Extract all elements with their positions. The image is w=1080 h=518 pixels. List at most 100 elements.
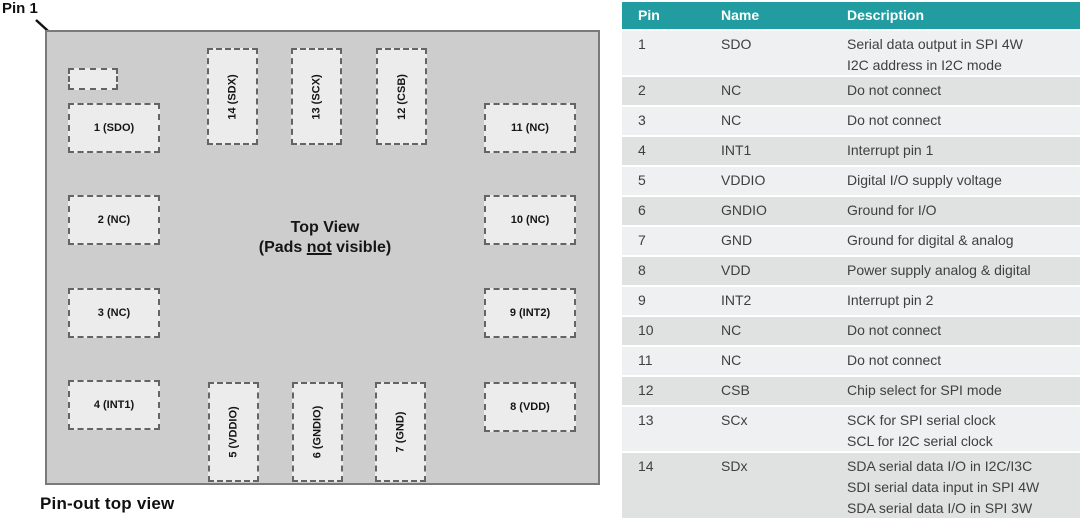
pin-number: 3 bbox=[638, 112, 646, 128]
pad-label: 14 (SDX) bbox=[226, 73, 239, 120]
pin-description: Ground for I/O bbox=[847, 197, 1080, 221]
table-row: 9 INT2 Interrupt pin 2 bbox=[622, 287, 1080, 315]
pad-13-scx: 13 (SCX) bbox=[291, 48, 342, 145]
pad-label: 2 (NC) bbox=[97, 214, 131, 226]
pin-name: NC bbox=[721, 82, 742, 98]
header-pin: Pin bbox=[638, 7, 660, 23]
pin-name: SCx bbox=[721, 412, 748, 428]
pad-7-gnd: 7 (GND) bbox=[375, 382, 426, 482]
pin1-indicator-pad bbox=[68, 68, 118, 90]
pin-number: 1 bbox=[638, 36, 646, 52]
pin-name: SDx bbox=[721, 458, 748, 474]
table-row: 10 NC Do not connect bbox=[622, 317, 1080, 345]
pin-number: 8 bbox=[638, 262, 646, 278]
pin-name: VDD bbox=[721, 262, 751, 278]
pin-description: Do not connect bbox=[847, 107, 1080, 131]
table-row: 13 SCx SCK for SPI serial clock SCL for … bbox=[622, 407, 1080, 451]
pin-number: 9 bbox=[638, 292, 646, 308]
pin-name: NC bbox=[721, 352, 742, 368]
table-row: 7 GND Ground for digital & analog bbox=[622, 227, 1080, 255]
top-view-title: Top View bbox=[290, 219, 360, 236]
pin-description: Chip select for SPI mode bbox=[847, 377, 1080, 401]
table-row: 6 GNDIO Ground for I/O bbox=[622, 197, 1080, 225]
header-name: Name bbox=[721, 7, 760, 23]
table-row: 4 INT1 Interrupt pin 1 bbox=[622, 137, 1080, 165]
pin-number: 7 bbox=[638, 232, 646, 248]
pin-name: NC bbox=[721, 322, 742, 338]
pad-6-gndio: 6 (GNDIO) bbox=[292, 382, 343, 482]
pin-name: INT1 bbox=[721, 142, 752, 158]
description-line: Chip select for SPI mode bbox=[847, 382, 1002, 398]
pin-description-table: Pin Name Description 1 SDO Serial data o… bbox=[622, 2, 1080, 518]
pin-name: GND bbox=[721, 232, 753, 248]
chip-body: 1 (SDO) 2 (NC) 3 (NC) 4 (INT1) 14 (SDX) … bbox=[45, 30, 600, 485]
pin-description: SCK for SPI serial clock SCL for I2C ser… bbox=[847, 407, 1080, 452]
pin-number: 5 bbox=[638, 172, 646, 188]
description-line: Interrupt pin 1 bbox=[847, 142, 934, 158]
pin-number: 11 bbox=[638, 352, 653, 368]
pin-number: 10 bbox=[638, 322, 654, 338]
pin-name: VDDIO bbox=[721, 172, 766, 188]
description-line: Do not connect bbox=[847, 352, 942, 368]
description-line: SCL for I2C serial clock bbox=[847, 433, 993, 449]
table-row: 8 VDD Power supply analog & digital bbox=[622, 257, 1080, 285]
pad-8-vdd: 8 (VDD) bbox=[484, 382, 576, 432]
pad-4-int1: 4 (INT1) bbox=[68, 380, 160, 430]
pad-2-nc: 2 (NC) bbox=[68, 195, 160, 245]
description-line: SCK for SPI serial clock bbox=[847, 412, 996, 428]
pin-number: 12 bbox=[638, 382, 654, 398]
table-row: 14 SDx SDA serial data I/O in I2C/I3C SD… bbox=[622, 453, 1080, 518]
pin-description: Do not connect bbox=[847, 317, 1080, 341]
pad-14-sdx: 14 (SDX) bbox=[207, 48, 258, 145]
pin-description: Serial data output in SPI 4W I2C address… bbox=[847, 31, 1080, 76]
description-line: SDI serial data input in SPI 4W bbox=[847, 479, 1040, 495]
description-line: Digital I/O supply voltage bbox=[847, 172, 1002, 188]
pad-label: 7 (GND) bbox=[394, 411, 407, 453]
pad-1-sdo: 1 (SDO) bbox=[68, 103, 160, 153]
table-row: 11 NC Do not connect bbox=[622, 347, 1080, 375]
pin-number: 13 bbox=[638, 412, 654, 428]
table-row: 12 CSB Chip select for SPI mode bbox=[622, 377, 1080, 405]
pin-description: Power supply analog & digital bbox=[847, 257, 1080, 281]
pad-3-nc: 3 (NC) bbox=[68, 288, 160, 338]
pin-description: Interrupt pin 2 bbox=[847, 287, 1080, 311]
pad-label: 12 (CSB) bbox=[395, 73, 408, 120]
description-line: Interrupt pin 2 bbox=[847, 292, 934, 308]
pad-5-vddio: 5 (VDDIO) bbox=[208, 382, 259, 482]
description-line: Ground for digital & analog bbox=[847, 232, 1014, 248]
table-row: 1 SDO Serial data output in SPI 4W I2C a… bbox=[622, 31, 1080, 75]
description-line: Serial data output in SPI 4W bbox=[847, 36, 1023, 52]
description-line: Ground for I/O bbox=[847, 202, 937, 218]
pad-12-csb: 12 (CSB) bbox=[376, 48, 427, 145]
pad-label: 9 (INT2) bbox=[509, 307, 551, 319]
pin-name: SDO bbox=[721, 36, 752, 52]
pin-description: SDA serial data I/O in I2C/I3C SDI seria… bbox=[847, 453, 1080, 518]
pin-description: Interrupt pin 1 bbox=[847, 137, 1080, 161]
description-line: Do not connect bbox=[847, 82, 942, 98]
pad-11-nc: 11 (NC) bbox=[484, 103, 576, 153]
description-line: SDA serial data I/O in I2C/I3C bbox=[847, 458, 1033, 474]
pad-label: 5 (VDDIO) bbox=[227, 406, 240, 458]
description-line: I2C address in I2C mode bbox=[847, 57, 1002, 73]
pin-description: Ground for digital & analog bbox=[847, 227, 1080, 251]
description-line: SDA serial data I/O in SPI 3W bbox=[847, 500, 1033, 516]
description-line: Do not connect bbox=[847, 322, 942, 338]
pad-label: 13 (SCX) bbox=[310, 73, 323, 120]
pad-label: 1 (SDO) bbox=[93, 122, 135, 134]
pin-number: 2 bbox=[638, 82, 646, 98]
table-row: 2 NC Do not connect bbox=[622, 77, 1080, 105]
header-description: Description bbox=[847, 7, 925, 23]
pin-description: Digital I/O supply voltage bbox=[847, 167, 1080, 191]
table-row: 3 NC Do not connect bbox=[622, 107, 1080, 135]
pad-10-nc: 10 (NC) bbox=[484, 195, 576, 245]
pin-name: CSB bbox=[721, 382, 750, 398]
pin-number: 4 bbox=[638, 142, 646, 158]
pin-name: INT2 bbox=[721, 292, 752, 308]
pin-name: NC bbox=[721, 112, 742, 128]
pin-number: 6 bbox=[638, 202, 646, 218]
description-line: Power supply analog & digital bbox=[847, 262, 1031, 278]
top-view-note: Top View (Pads not visible) bbox=[205, 218, 445, 258]
description-line: Do not connect bbox=[847, 112, 942, 128]
table-row: 5 VDDIO Digital I/O supply voltage bbox=[622, 167, 1080, 195]
